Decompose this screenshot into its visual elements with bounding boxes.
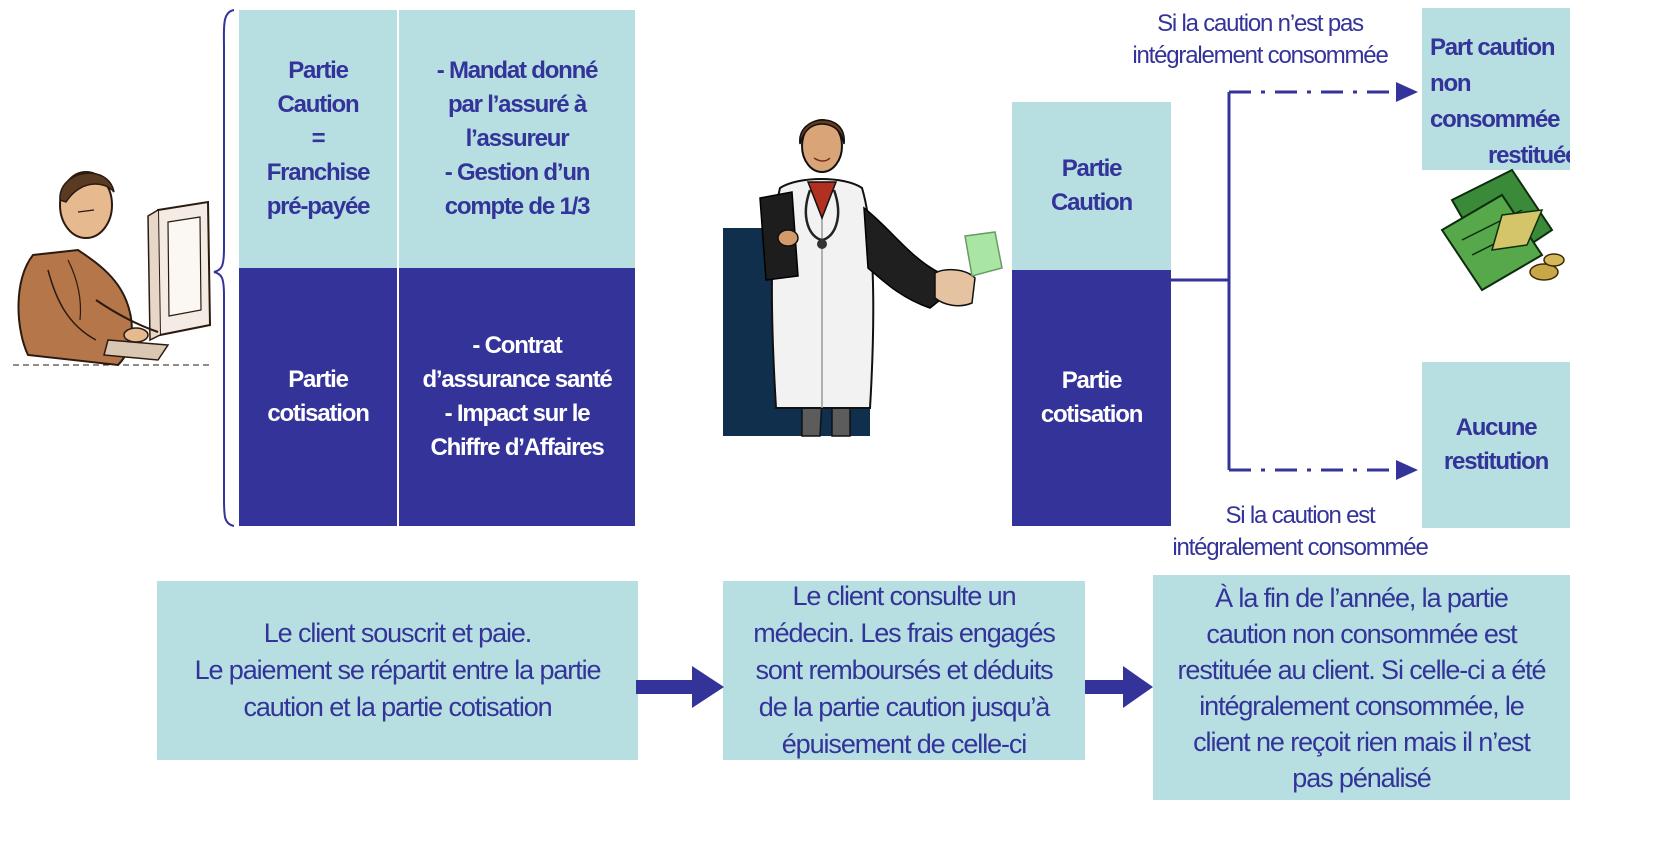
middle-cotisation-line: Partie [1061,367,1123,394]
top-condition-line: intégralement consommée [1132,42,1388,69]
left-caution-desc-line: - Gestion d’un [444,159,591,186]
top-condition-caption: Si la caution n’est pas intégralement co… [1110,8,1410,72]
doctor-icon [759,119,1003,437]
step-consult-box: Le client consulte un médecin. Les frais… [723,581,1085,760]
bottom-arrow-head [1396,460,1418,480]
left-caution-desc-line: par l’assuré à [448,91,587,118]
arrow-right-icon [636,666,724,708]
bottom-condition-caption: Si la caution est intégralement consommé… [1150,500,1450,564]
step-line: épuisement de celle-ci [781,729,1028,759]
top-result-line: restituée [1488,142,1570,169]
step-line: Le client souscrit et paie. [263,618,533,648]
step-line: caution et la partie cotisation [243,692,552,722]
money-stack-icon [1440,168,1565,292]
step-line: intégralement consommée, le [1199,690,1525,721]
left-caution-desc-line: compte de 1/3 [444,193,591,220]
middle-caution-line: Caution [1051,189,1133,216]
step-line: de la partie caution jusqu’à [758,692,1051,722]
step-line: Le paiement se répartit entre la partie [194,655,602,685]
left-caution-desc-line: l’assureur [465,125,570,152]
left-cotisation-desc-line: d’assurance santé [422,366,612,393]
step-subscribe-box: Le client souscrit et paie. Le paiement … [157,581,638,760]
left-cotisation-desc-cell: - Contrat d’assurance santé - Impact sur… [399,268,635,526]
left-caution-line: Partie [288,57,349,84]
left-caution-line: Franchise [266,159,371,186]
middle-caution-line: Partie [1061,155,1123,182]
step-line: client ne reçoit rien mais il n’est [1193,726,1531,757]
top-result-line: consommée [1430,106,1560,133]
top-condition-line: Si la caution n’est pas [1157,10,1364,37]
left-cotisation-title-cell: Partie cotisation [239,268,397,526]
step-line: médecin. Les frais engagés [753,618,1056,648]
step-year-end-box: À la fin de l’année, la partie caution n… [1153,575,1570,800]
top-result-line: Part caution [1430,34,1555,61]
left-caution-desc-cell: - Mandat donné par l’assuré à l’assureur… [399,10,635,268]
bottom-result-line: Aucune [1455,414,1538,441]
middle-cotisation-line: cotisation [1040,401,1144,428]
left-cotisation-line: Partie [288,366,349,393]
bottom-result-box: Aucune restitution [1422,362,1570,528]
step-line: sont remboursés et déduits [755,655,1053,685]
middle-caution-cell: Partie Caution [1012,102,1171,270]
step-line: pas pénalisé [1292,762,1432,793]
step-line: caution non consommée est [1206,618,1517,649]
middle-cotisation-cell: Partie cotisation [1012,270,1171,526]
step-line: restituée au client. Si celle-ci a été [1177,654,1547,685]
left-cotisation-line: cotisation [267,400,370,427]
step-line: À la fin de l’année, la partie [1215,582,1509,613]
left-caution-line: Caution [277,91,360,118]
bottom-condition-line: intégralement consommée [1172,534,1428,561]
left-cotisation-desc-line: Chiffre d’Affaires [430,434,604,461]
bottom-condition-line: Si la caution est [1225,502,1375,529]
left-cotisation-desc-line: - Impact sur le [444,400,591,427]
top-arrow-head [1396,82,1418,102]
top-result-box: Part caution non consommée restituée [1422,8,1570,170]
left-cotisation-desc-line: - Contrat [472,332,562,359]
client-at-computer-icon [13,171,213,367]
left-caution-title-cell: Partie Caution = Franchise pré-payée [239,10,397,268]
left-caution-line: pré-payée [266,193,371,220]
curly-brace-icon [213,9,235,527]
left-caution-line: = [311,125,326,152]
step-line: Le client consulte un [792,581,1016,611]
left-caution-desc-line: - Mandat donné [436,57,599,84]
bottom-result-line: restitution [1443,448,1549,475]
top-result-line: non [1430,70,1472,97]
arrow-right-icon [1085,666,1153,708]
